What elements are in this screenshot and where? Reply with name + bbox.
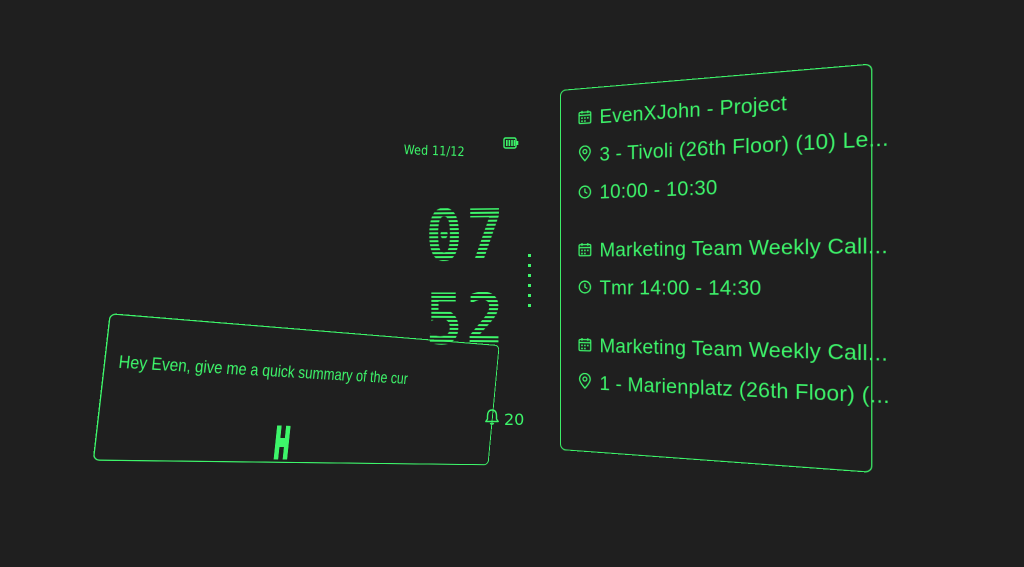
event-location: 3 - Tivoli (26th Floor) (10) Le... — [599, 127, 889, 166]
bell-icon — [484, 408, 504, 430]
alarm-indicator: 20 — [484, 408, 524, 430]
event-time: 10:00 - 10:30 — [599, 177, 718, 204]
event-time: Tmr 14:00 - 14:30 — [599, 277, 762, 301]
page-indicator — [528, 254, 532, 314]
calendar-icon — [578, 106, 599, 131]
event-card[interactable]: Marketing Team Weekly Call... Tmr 14:00 … — [578, 234, 888, 302]
location-pin-icon — [578, 372, 599, 396]
listening-indicator-icon[interactable] — [272, 425, 292, 464]
event-card[interactable]: Marketing Team Weekly Call... 1 - Marien… — [578, 334, 890, 409]
event-location-row: 1 - Marienplatz (26th Floor) (... — [578, 372, 890, 409]
event-title-row: Marketing Team Weekly Call... — [578, 234, 888, 263]
event-title-row: EvenXJohn - Project — [578, 87, 849, 131]
alarm-count: 20 — [504, 409, 525, 429]
battery-icon — [503, 135, 519, 154]
calendar-icon — [578, 334, 599, 358]
clock-hour: 07 — [425, 194, 508, 278]
calendar-panel[interactable]: EvenXJohn - Project 3 - Tivoli (26th Flo… — [560, 63, 890, 473]
assistant-query-text: Hey Even, give me a quick summary of the… — [117, 351, 409, 389]
event-title: Marketing Team Weekly Call... — [599, 234, 889, 262]
event-location: 1 - Marienplatz (26th Floor) (... — [599, 373, 890, 409]
event-card[interactable]: EvenXJohn - Project 3 - Tivoli (26th Flo… — [578, 87, 889, 206]
event-location-row: 3 - Tivoli (26th Floor) (10) Le... — [578, 127, 889, 169]
event-title: EvenXJohn - Project — [599, 92, 788, 129]
event-title: Marketing Team Weekly Call... — [599, 335, 889, 367]
location-pin-icon — [578, 144, 599, 168]
calendar-icon — [578, 239, 599, 263]
event-time-row: 10:00 - 10:30 — [578, 170, 849, 205]
event-title-row: Marketing Team Weekly Call... — [578, 334, 888, 366]
date-label: Wed 11/12 — [403, 143, 465, 161]
clock-icon — [578, 181, 599, 205]
event-time-row: Tmr 14:00 - 14:30 — [578, 276, 849, 302]
clock-icon — [578, 277, 599, 300]
